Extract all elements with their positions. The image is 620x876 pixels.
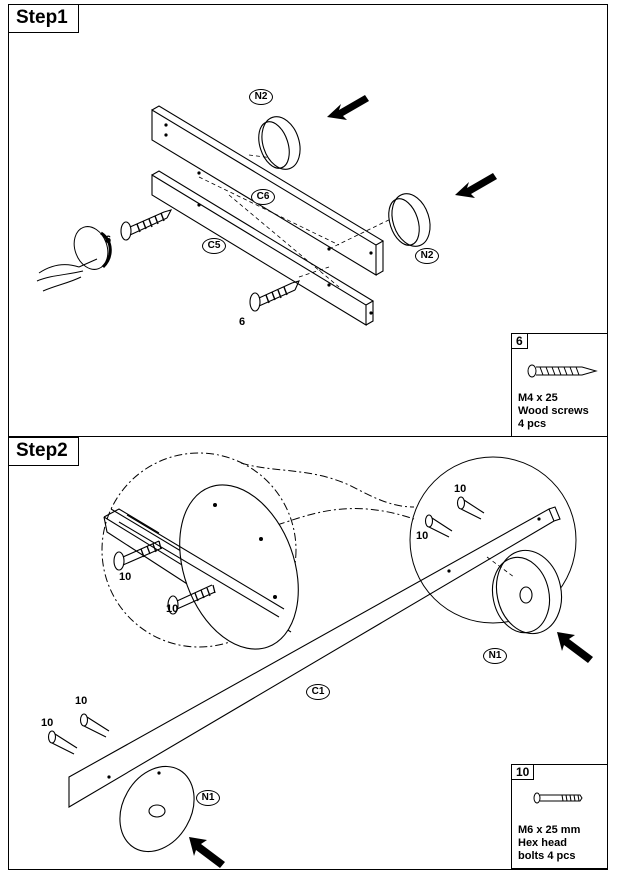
step1-panel: Step1 N2 N2 C6 C5 6 6 6 M4 x 25 Wood scr… [8, 4, 608, 437]
part-label-c1: C1 [306, 684, 330, 700]
callout-screw-qty-hand: 6 [105, 234, 112, 246]
hardware-qty: 4 pcs [518, 418, 547, 430]
part-label-n2-top: N2 [249, 89, 273, 105]
callout-bolt-right-1: 10 [454, 483, 467, 495]
step2-title: Step2 [8, 437, 79, 466]
hardware-type: Wood screws [518, 405, 589, 417]
bolt-left-2 [47, 730, 78, 755]
callout-bolt-left-2: 10 [41, 717, 54, 729]
wood-screw-icon [527, 364, 598, 378]
step2-illustration [47, 452, 593, 868]
disc-n2-right [391, 193, 431, 247]
part-label-n2-right: N2 [415, 248, 439, 264]
part-label-n1-right: N1 [483, 648, 507, 664]
hardware-number: 6 [511, 333, 528, 349]
callout-bolt-zoom-1: 10 [119, 571, 132, 583]
callout-screw-qty-bottom: 6 [239, 316, 246, 328]
disc-n2-top [261, 116, 301, 170]
hardware-number: 10 [511, 764, 535, 780]
hardware-qty: bolts 4 pcs [518, 850, 576, 862]
rail-c1 [68, 506, 561, 808]
bolt-zoom-1 [113, 540, 163, 571]
callout-bolt-zoom-2: 10 [166, 603, 179, 615]
hardware-size: M6 x 25 mm [518, 824, 581, 836]
screw-upper [120, 209, 173, 241]
hardware-box-hex-bolts: 10 M6 x 25 mm Hex head bolts 4 pcs [511, 764, 608, 869]
callout-bolt-right-2: 10 [416, 530, 429, 542]
bolt-right-2 [424, 514, 453, 538]
hardware-box-wood-screws: 6 M4 x 25 Wood screws 4 pcs [511, 333, 608, 437]
step2-panel: Step2 C1 N1 N1 10 10 10 10 10 10 10 M6 x… [8, 437, 608, 870]
bolt-right-1 [456, 496, 485, 520]
part-label-n1-left: N1 [196, 790, 220, 806]
step1-title: Step1 [8, 4, 79, 33]
bolt-zoom-2 [167, 584, 216, 615]
magnifier-circle [409, 456, 577, 624]
hardware-size: M4 x 25 [518, 392, 558, 404]
screw-lower [249, 280, 300, 312]
screwdriver-hand [36, 226, 112, 292]
part-label-c5: C5 [202, 238, 226, 254]
step2-arrows [189, 632, 593, 868]
part-label-c6: C6 [251, 189, 275, 205]
bolt-left-1 [79, 713, 110, 738]
callout-bolt-left-1: 10 [75, 695, 88, 707]
zoom-callout-bubble [101, 452, 415, 648]
board-c5 [151, 170, 375, 326]
step1-arrows [327, 95, 497, 198]
hex-bolt-icon [533, 792, 583, 804]
hardware-head: Hex head [518, 837, 567, 849]
